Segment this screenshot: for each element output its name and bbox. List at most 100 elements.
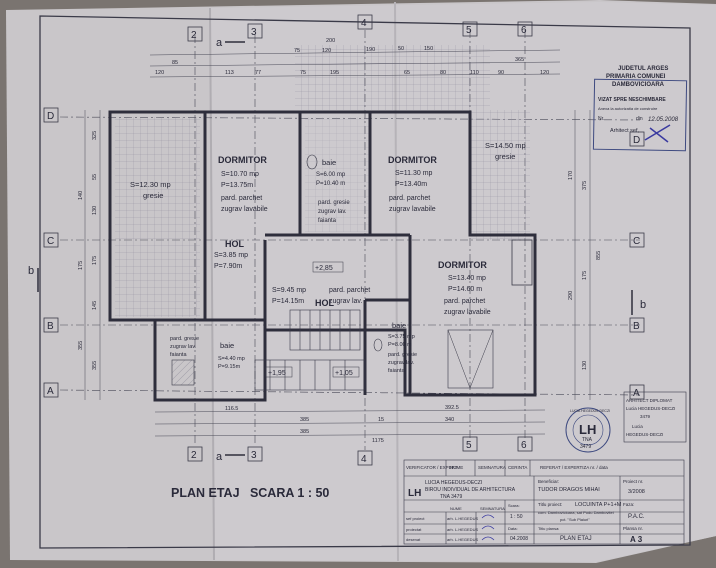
seal-name: LUCIA HEGEDUS-DECZI	[570, 409, 610, 413]
dim-label: 355	[78, 341, 84, 350]
room-floor: gresie	[495, 152, 515, 161]
grid-label-C: C	[47, 236, 54, 247]
roof-tile-top	[295, 45, 490, 110]
tb-titlu-proiect: LOCUINTA P+1+M	[575, 502, 622, 508]
seal-tna: TNA	[582, 437, 593, 443]
tb-beneficiar-label: Beneficiar:	[538, 479, 559, 484]
architect-box: ARHITECT DIPLOMAT Lucia HEGEDUS-DECZI 34…	[623, 391, 687, 443]
room-name: HOL	[315, 298, 335, 308]
grid-label-A-right: A	[633, 388, 640, 399]
stamp-signature	[644, 124, 671, 143]
staircase	[254, 309, 366, 391]
tb-signatures	[481, 514, 495, 541]
architect-seal: LUCIA HEGEDUS-DECZI TNA 3479 LH	[565, 407, 611, 453]
dim-label: 85	[172, 60, 178, 66]
room-perimeter: P=8.00 m	[388, 342, 412, 348]
dim-label: 325	[92, 131, 98, 140]
tb-plansa-nr-label: Plansa nr.	[623, 526, 643, 531]
section-mark-b-left: b	[28, 265, 34, 277]
tb-data: 04.2008	[510, 536, 528, 542]
dim-label: 150	[424, 46, 433, 52]
dim-label: 385	[300, 429, 309, 435]
room-finish: faianta	[388, 368, 405, 374]
dim-label: 75	[294, 48, 300, 54]
room-finish: zugrav lavabile	[389, 206, 436, 213]
tb-plansa-nr: A 3	[630, 535, 643, 544]
room-name: DORMITOR	[388, 155, 437, 165]
stamp-vizat: VIZAT SPRE NESCHIMBARE	[598, 97, 666, 103]
room-floor: pard. parchet	[329, 287, 370, 294]
level-right: +1,05	[335, 370, 353, 377]
grid-label-4: 4	[361, 18, 367, 29]
dim-label: 365	[515, 57, 524, 63]
firm-tna: TNA 3479	[440, 494, 462, 500]
grid-label-C-right: C	[633, 236, 640, 247]
tb-titlu-plansa-label: Titlu plansa:	[538, 526, 559, 531]
room-perimeter: P=10.40 m	[316, 181, 345, 187]
drawing-title: PLAN ETAJ SCARA 1 : 50	[171, 486, 329, 500]
room-floor: gresie	[143, 191, 163, 200]
dim-label: 75	[300, 70, 306, 76]
room-area: S=10.70 mp	[221, 171, 259, 178]
terrace-tile-left	[115, 117, 200, 317]
dim-label: 65	[404, 70, 410, 76]
room-name: DORMITOR	[438, 260, 487, 270]
room-area: S=11.30 mp	[395, 170, 433, 177]
architect-box-line: Lucia	[632, 424, 643, 429]
grid-label-2-bottom: 2	[191, 450, 197, 461]
tb-role: proiectat	[406, 527, 422, 532]
section-mark-b-right: b	[640, 299, 646, 311]
grid-label-D-right: D	[633, 135, 640, 146]
room-name: baie	[220, 341, 234, 350]
title-block	[403, 459, 685, 545]
dim-label: 77	[255, 70, 261, 76]
stamp-arhitect: Arhitect sef,	[610, 128, 640, 134]
room-name: DORMITOR	[218, 155, 267, 165]
level-left: +1,95	[268, 370, 286, 377]
dim-label: 110	[470, 70, 479, 76]
dim-label: 392.5	[445, 405, 459, 411]
dim-label: 855	[596, 251, 602, 260]
dim-label: 375	[582, 181, 588, 190]
grid-label-2: 2	[191, 30, 197, 41]
seal-number: 3479	[580, 444, 591, 450]
room-area: S=4.40 mp	[218, 356, 245, 362]
shower-tray	[171, 359, 195, 386]
dim-label: 90	[498, 70, 504, 76]
tb-header-verificator: VERIFICATOR / EXPERT	[406, 465, 458, 470]
room-finish: zugrav lav.	[388, 360, 415, 366]
grid-label-3: 3	[251, 27, 257, 38]
bath-tile	[305, 117, 370, 232]
room-area: S=6.00 mp	[316, 172, 346, 178]
stamp-line: DAMBOVICIOARA	[612, 82, 665, 88]
room-finish: faianta	[170, 352, 187, 358]
room-area: S=13.40 mp	[448, 275, 486, 282]
tb-col-semnatura: SEMNATURA	[480, 506, 505, 511]
dims-bottom: 116.5 385 392.5 15 385 340 1175	[225, 405, 459, 444]
dim-label: 175	[92, 256, 98, 265]
dim-label: 340	[445, 417, 454, 423]
dim-label: 190	[366, 47, 375, 53]
dim-label: 290	[568, 291, 574, 300]
room-area: S=3.75 mp	[388, 334, 415, 340]
stamp-line: PRIMARIA COMUNEI	[606, 74, 666, 80]
approval-stamp: JUDETUL ARGES PRIMARIA COMUNEI DAMBOVICI…	[592, 66, 688, 152]
dim-label: 200	[326, 38, 335, 44]
seal-monogram-icon: LH	[579, 422, 596, 437]
dim-label: 130	[582, 361, 588, 370]
section-mark-a-top: a	[216, 37, 223, 49]
level-upper: +2,85	[315, 265, 333, 272]
grid-label-B: B	[47, 321, 54, 332]
title-block-text: VERIFICATOR / EXPERT NUME SEMNATURA CERI…	[406, 465, 645, 544]
dims-top: 85 200 190 120 75 150 50 75 77 195 65 80…	[155, 38, 549, 76]
room-perimeter: P=7.90m	[214, 263, 242, 270]
room-floor: pard. gresie	[318, 200, 350, 206]
room-perimeter: P=9.15m	[218, 364, 241, 370]
dim-label: 140	[78, 191, 84, 200]
tb-header-cerinta: CERINTA	[508, 465, 527, 470]
room-floor: pard. parchet	[221, 195, 262, 202]
toilet-1	[306, 154, 318, 170]
tb-header-nume: NUME	[450, 465, 463, 470]
dimension-lines	[84, 49, 591, 437]
